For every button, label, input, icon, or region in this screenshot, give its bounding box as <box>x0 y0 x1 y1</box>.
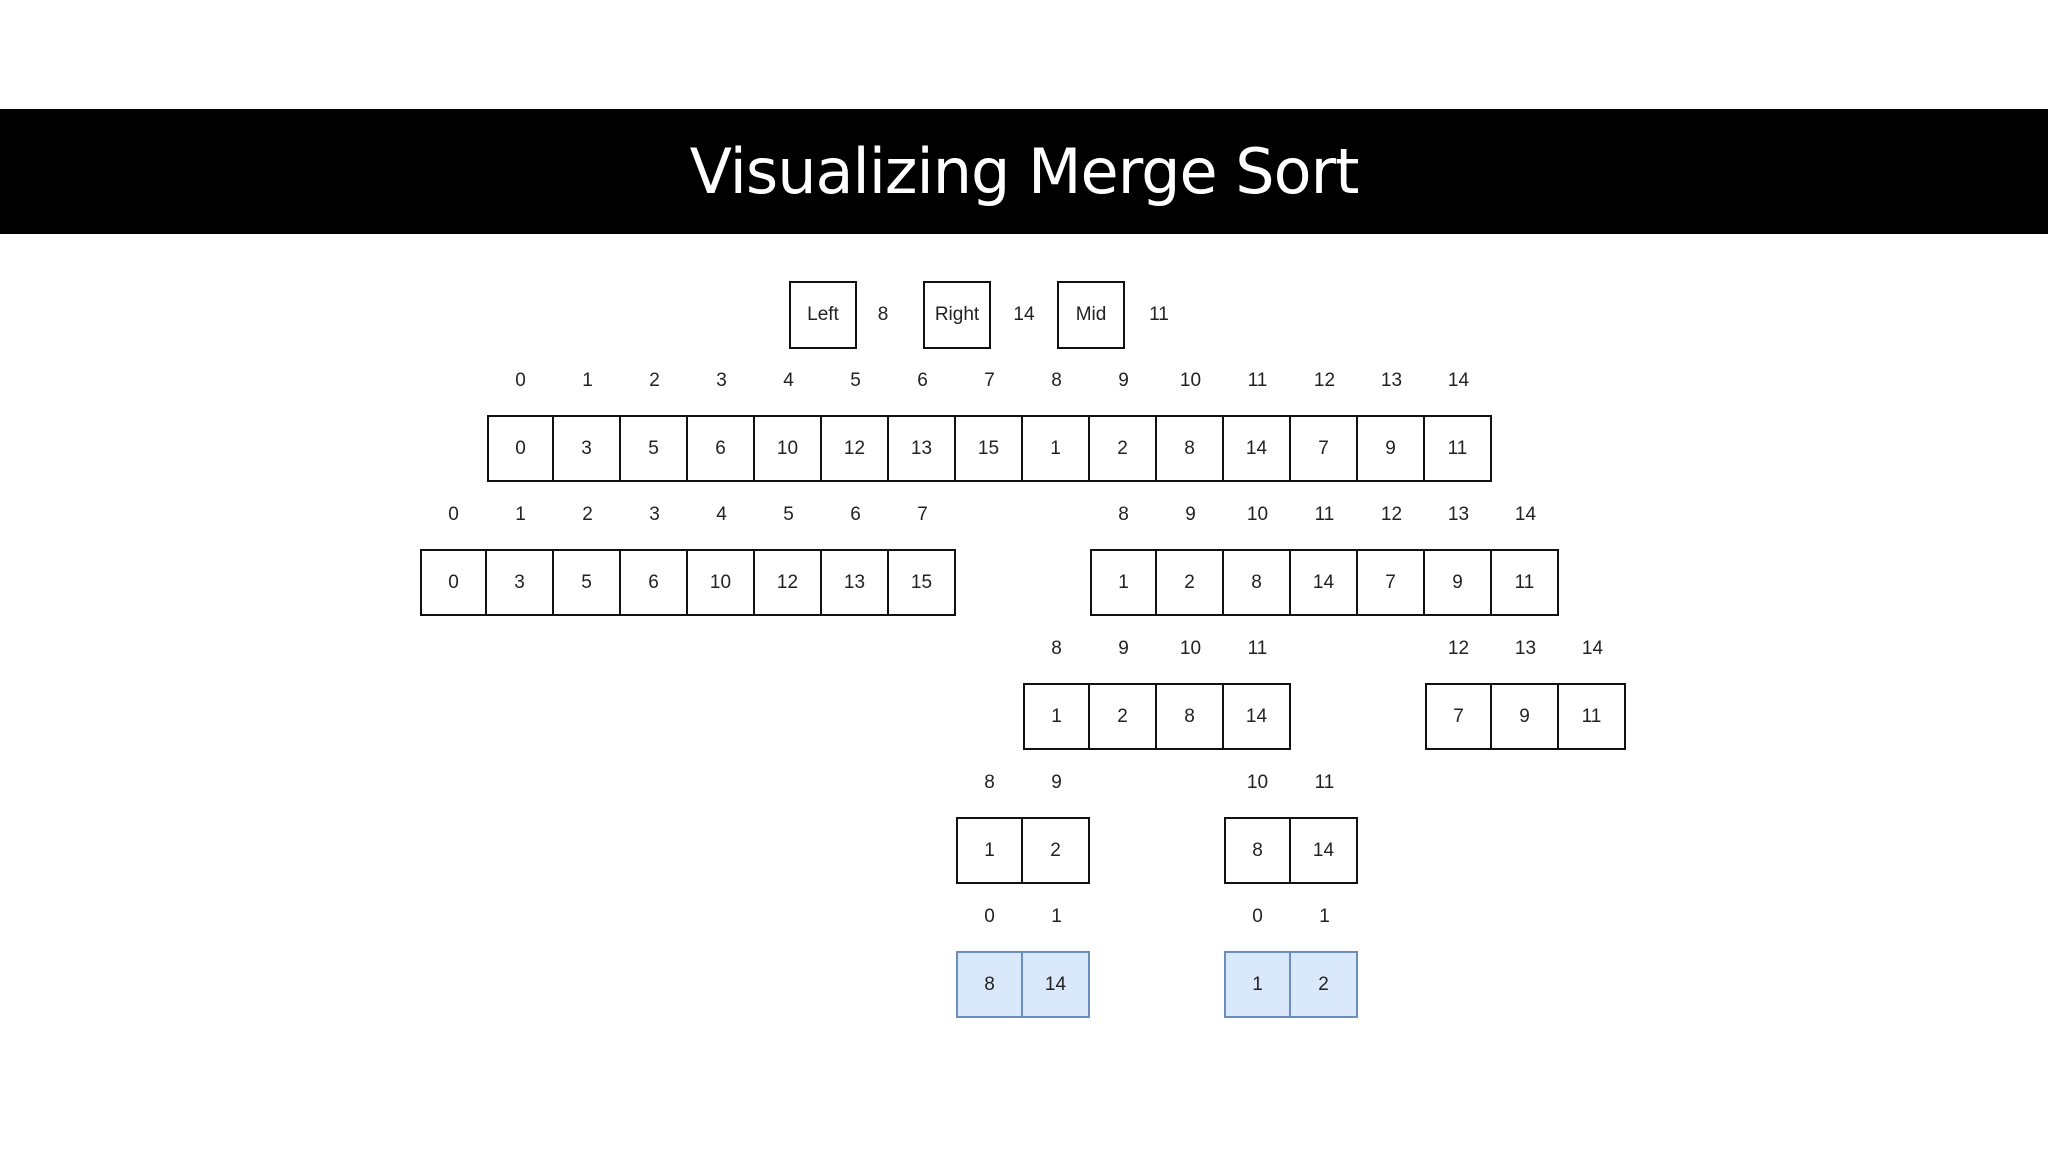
array-index-label: 11 <box>1247 638 1268 659</box>
array-index-label: 3 <box>649 504 660 525</box>
array-index-label: 12 <box>1313 370 1336 391</box>
array-cell: 7 <box>1358 549 1425 616</box>
array-cell: 2 <box>1090 683 1157 750</box>
array-cell: 9 <box>1492 683 1559 750</box>
array-index-label: 14 <box>1447 370 1470 391</box>
array-index-label: 10 <box>1246 504 1269 525</box>
array-index-label: 0 <box>984 906 995 927</box>
array-index-label: 1 <box>582 370 593 391</box>
array-index-label: 9 <box>1118 638 1129 659</box>
array-cell: 14 <box>1291 817 1358 884</box>
array-cell: 11 <box>1492 549 1559 616</box>
array-index-label: 8 <box>1118 504 1129 525</box>
merged-array-cell: 14 <box>1023 951 1090 1018</box>
mid-pointer-box: Mid <box>1057 281 1125 349</box>
array-cell: 1 <box>1023 415 1090 482</box>
array-index-label: 6 <box>917 370 928 391</box>
array-cell: 5 <box>554 549 621 616</box>
array-index-label: 11 <box>1314 504 1335 525</box>
title-bar: Visualizing Merge Sort <box>0 109 2048 234</box>
array-cell: 8 <box>1157 415 1224 482</box>
array-index-label: 7 <box>917 504 928 525</box>
array-index-label: 12 <box>1447 638 1470 659</box>
array-cell: 5 <box>621 415 688 482</box>
array-cell: 2 <box>1023 817 1090 884</box>
array-cell: 2 <box>1157 549 1224 616</box>
array-index-label: 10 <box>1246 772 1269 793</box>
array-index-label: 14 <box>1514 504 1537 525</box>
array-cell: 15 <box>889 549 956 616</box>
array-index-label: 0 <box>515 370 526 391</box>
array-index-label: 9 <box>1051 772 1062 793</box>
array-index-label: 13 <box>1447 504 1470 525</box>
array-index-label: 2 <box>649 370 660 391</box>
array-index-label: 3 <box>716 370 727 391</box>
array-cell: 9 <box>1358 415 1425 482</box>
array-index-label: 10 <box>1179 638 1202 659</box>
array-cell: 9 <box>1425 549 1492 616</box>
array-index-label: 11 <box>1314 772 1335 793</box>
right-pointer-box: Right <box>923 281 991 349</box>
array-cell: 8 <box>1157 683 1224 750</box>
array-index-label: 11 <box>1247 370 1268 391</box>
array-cell: 1 <box>1090 549 1157 616</box>
array-cell: 14 <box>1291 549 1358 616</box>
array-cell: 3 <box>487 549 554 616</box>
array-cell: 12 <box>822 415 889 482</box>
array-cell: 8 <box>1224 549 1291 616</box>
array-cell: 10 <box>688 549 755 616</box>
array-index-label: 2 <box>582 504 593 525</box>
array-cell: 11 <box>1559 683 1626 750</box>
array-cell: 14 <box>1224 415 1291 482</box>
merged-array-cell: 8 <box>956 951 1023 1018</box>
array-index-label: 13 <box>1380 370 1403 391</box>
array-index-label: 6 <box>850 504 861 525</box>
array-cell: 0 <box>420 549 487 616</box>
array-index-label: 1 <box>515 504 526 525</box>
array-index-label: 4 <box>716 504 727 525</box>
slide-title: Visualizing Merge Sort <box>689 135 1360 208</box>
merged-array-cell: 2 <box>1291 951 1358 1018</box>
array-index-label: 5 <box>783 504 794 525</box>
merged-array-cell: 1 <box>1224 951 1291 1018</box>
array-cell: 12 <box>755 549 822 616</box>
array-index-label: 13 <box>1514 638 1537 659</box>
array-index-label: 1 <box>1051 906 1062 927</box>
array-index-label: 7 <box>984 370 995 391</box>
mid-pointer-value: 11 <box>1149 304 1169 325</box>
array-cell: 3 <box>554 415 621 482</box>
array-cell: 15 <box>956 415 1023 482</box>
array-cell: 1 <box>1023 683 1090 750</box>
array-index-label: 9 <box>1185 504 1196 525</box>
array-cell: 0 <box>487 415 554 482</box>
array-index-label: 4 <box>783 370 794 391</box>
array-cell: 1 <box>956 817 1023 884</box>
right-pointer-value: 14 <box>1013 304 1035 325</box>
array-index-label: 5 <box>850 370 861 391</box>
array-index-label: 8 <box>1051 370 1062 391</box>
array-index-label: 1 <box>1319 906 1330 927</box>
array-cell: 7 <box>1291 415 1358 482</box>
array-cell: 7 <box>1425 683 1492 750</box>
array-cell: 6 <box>688 415 755 482</box>
array-index-label: 14 <box>1581 638 1604 659</box>
array-index-label: 0 <box>1252 906 1263 927</box>
array-index-label: 9 <box>1118 370 1129 391</box>
array-cell: 8 <box>1224 817 1291 884</box>
array-cell: 11 <box>1425 415 1492 482</box>
array-cell: 13 <box>822 549 889 616</box>
array-index-label: 8 <box>1051 638 1062 659</box>
array-cell: 13 <box>889 415 956 482</box>
array-cell: 10 <box>755 415 822 482</box>
array-cell: 2 <box>1090 415 1157 482</box>
array-index-label: 10 <box>1179 370 1202 391</box>
array-cell: 6 <box>621 549 688 616</box>
left-pointer-box: Left <box>789 281 857 349</box>
array-index-label: 12 <box>1380 504 1403 525</box>
array-index-label: 8 <box>984 772 995 793</box>
left-pointer-value: 8 <box>877 304 889 325</box>
array-index-label: 0 <box>448 504 459 525</box>
array-cell: 14 <box>1224 683 1291 750</box>
